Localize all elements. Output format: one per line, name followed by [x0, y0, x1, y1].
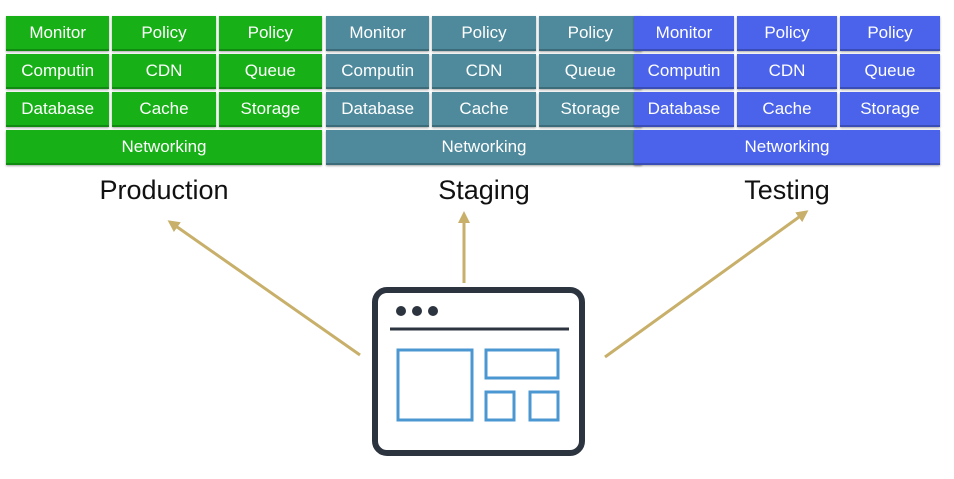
arrow-to-production [167, 220, 361, 357]
service-cell: Policy [840, 16, 940, 51]
service-cell: CDN [432, 54, 536, 89]
service-cell: Storage [538, 92, 642, 127]
browser-window-icon [372, 287, 585, 456]
service-cell: Monitor [326, 16, 430, 51]
service-cell: Computin [6, 54, 110, 89]
service-cell: Queue [538, 54, 642, 89]
service-cell: Database [6, 92, 110, 127]
service-cell: Queue [840, 54, 940, 89]
environment-staging: Monitor Policy Policy Computin CDN Queue… [326, 16, 642, 206]
service-cell: Database [634, 92, 734, 127]
service-cell: Computin [634, 54, 734, 89]
networking-bar: Networking [6, 130, 322, 165]
environment-label: Production [99, 175, 229, 205]
service-cell: Policy [218, 16, 322, 51]
service-cell: Monitor [6, 16, 110, 51]
networking-bar: Networking [634, 130, 940, 165]
service-cell: Policy [737, 16, 837, 51]
service-cell: Policy [538, 16, 642, 51]
service-grid: Monitor Policy Policy Computin CDN Queue… [634, 16, 940, 165]
environment-production: Monitor Policy Policy Computin CDN Queue… [6, 16, 322, 206]
service-cell: Queue [218, 54, 322, 89]
service-cell: Cache [737, 92, 837, 127]
service-cell: Storage [840, 92, 940, 127]
environment-label: Testing [744, 175, 830, 205]
service-cell: Policy [432, 16, 536, 51]
service-cell: CDN [112, 54, 216, 89]
environment-testing: Monitor Policy Policy Computin CDN Queue… [634, 16, 940, 206]
service-grid: Monitor Policy Policy Computin CDN Queue… [6, 16, 322, 165]
service-cell: Database [326, 92, 430, 127]
service-cell: Policy [112, 16, 216, 51]
service-cell: Cache [112, 92, 216, 127]
service-cell: Storage [218, 92, 322, 127]
service-cell: Cache [432, 92, 536, 127]
environment-label: Staging [438, 175, 530, 205]
service-grid: Monitor Policy Policy Computin CDN Queue… [326, 16, 642, 165]
service-cell: Monitor [634, 16, 734, 51]
networking-bar: Networking [326, 130, 642, 165]
service-cell: CDN [737, 54, 837, 89]
service-cell: Computin [326, 54, 430, 89]
arrow-to-testing [604, 210, 809, 359]
